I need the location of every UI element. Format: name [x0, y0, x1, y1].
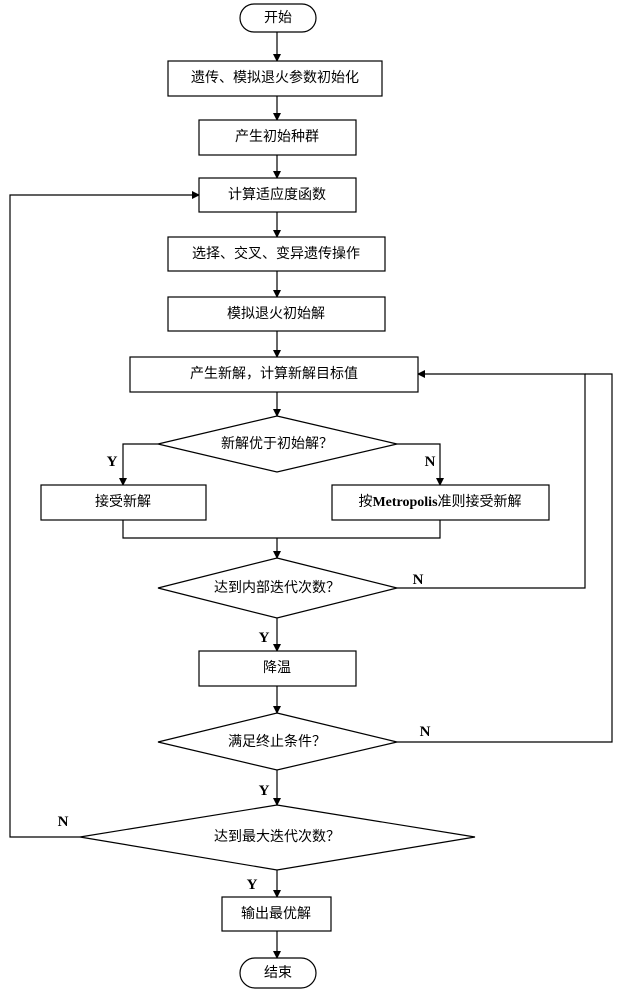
no-label: N	[425, 454, 436, 470]
yes-label: Y	[259, 630, 270, 646]
process-accept: 接受新解	[40, 484, 207, 521]
process-new-solution: 产生新解，计算新解目标值	[129, 356, 419, 393]
process-ga-ops: 选择、交叉、变异遗传操作	[167, 236, 386, 272]
process-sa-init: 模拟退火初始解	[167, 296, 386, 332]
process-label: 模拟退火初始解	[227, 305, 325, 322]
process-metropolis: 按Metropolis准则接受新解	[331, 484, 550, 521]
process-fitness: 计算适应度函数	[198, 177, 357, 213]
decision-label: 新解优于初始解？	[221, 435, 333, 452]
process-label: 输出最优解	[241, 906, 311, 922]
process-init-population: 产生初始种群	[198, 119, 357, 156]
process-label: 产生新解，计算新解目标值	[190, 366, 358, 382]
no-label: N	[420, 724, 431, 740]
process-label: 接受新解	[95, 493, 151, 510]
decision-label: 达到内部迭代次数？	[214, 580, 340, 596]
process-label: 遗传、模拟退火参数初始化	[191, 69, 359, 86]
decision-label: 满足终止条件？	[228, 733, 326, 750]
decision-label: 达到最大迭代次数？	[214, 829, 340, 845]
yes-label: Y	[107, 454, 118, 470]
start-label: 开始	[264, 10, 292, 26]
end-terminal: 结束	[239, 957, 317, 989]
process-label: 产生初始种群	[235, 128, 319, 145]
process-label: 选择、交叉、变异遗传操作	[192, 245, 360, 262]
decision-inner-iter: 达到内部迭代次数？	[157, 557, 398, 619]
start-terminal: 开始	[239, 3, 317, 33]
process-cool: 降温	[198, 650, 357, 687]
process-label: 计算适应度函数	[228, 186, 326, 203]
decision-max-iter: 达到最大迭代次数？	[79, 804, 476, 871]
decision-better: 新解优于初始解？	[157, 415, 398, 473]
process-output: 输出最优解	[221, 896, 332, 932]
process-init-params: 遗传、模拟退火参数初始化	[167, 60, 383, 97]
process-label: 按Metropolis准则接受新解	[358, 493, 521, 510]
process-label: 降温	[263, 660, 291, 676]
no-label: N	[58, 814, 69, 830]
decision-terminate: 满足终止条件？	[157, 712, 398, 771]
end-label: 结束	[264, 965, 292, 981]
connectors	[9, 32, 613, 959]
yes-label: Y	[247, 877, 258, 893]
no-label: N	[413, 572, 424, 588]
yes-label: Y	[259, 783, 270, 799]
